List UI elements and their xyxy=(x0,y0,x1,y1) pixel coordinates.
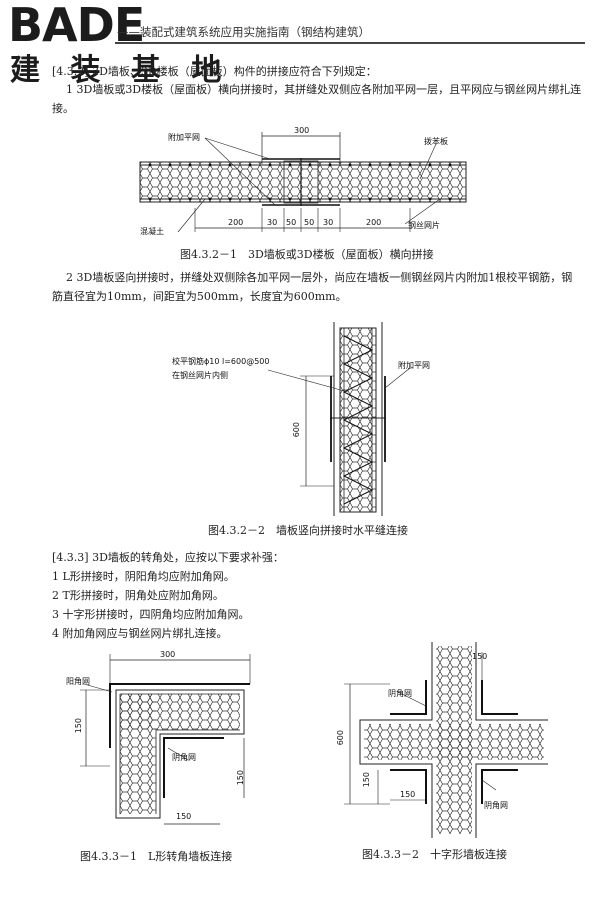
fig3-dim-left: 150 xyxy=(74,718,83,734)
fig3-label-inner: 阴角网 xyxy=(172,753,196,762)
fig2-label-rebar-1: 校平钢筋ϕ10 l=600@500 xyxy=(172,357,270,366)
fig2-caption: 图4.3.2－2 墙板竖向拼接时水平缝连接 xyxy=(208,524,408,537)
section-433-item-1: 1 L形拼接时，阴阳角均应附加角网。 xyxy=(52,570,235,583)
fig4-dim-bottom: 150 xyxy=(400,790,416,799)
figure-433-2 xyxy=(344,642,548,838)
figure-433-1 xyxy=(80,654,251,825)
fig4-dim-mid: 150 xyxy=(362,772,371,788)
fig4-label-inner-1: 阴角网 xyxy=(388,689,412,698)
fig1-label-steel-mesh: 钢丝网片 xyxy=(408,221,440,230)
fig2-label-rebar-2: 在钢丝网片内侧 xyxy=(172,371,228,380)
fig3-dim-top: 300 xyxy=(160,650,176,659)
logo-subtitle: 建 装 基 地 xyxy=(10,53,232,88)
fig1-dim-b2: 30 xyxy=(267,218,278,227)
section-432-item2: 2 3D墙板竖向拼接时，拼缝处双侧除各加平网一层外，尚应在墙板一侧钢丝网片内附加… xyxy=(52,271,573,303)
fig2-dim: 600 xyxy=(292,422,301,438)
section-433-item-2: 2 T形拼接时，阴角处应附加角网。 xyxy=(52,589,224,602)
figure-432-2 xyxy=(267,322,411,516)
section-433-intro: [4.3.3] 3D墙板的转角处，应按以下要求补强： xyxy=(52,551,284,564)
fig2-label-mesh: 附加平网 xyxy=(398,361,430,370)
logo: BADE xyxy=(8,0,145,52)
fig1-dim-b6: 200 xyxy=(366,218,382,227)
fig4-dim-left: 600 xyxy=(336,730,345,746)
fig4-dim-top: 150 xyxy=(472,652,488,661)
fig4-caption: 图4.3.3－2 十字形墙板连接 xyxy=(362,848,507,861)
book-header: ——装配式建筑系统应用实施指南（钢结构建筑） xyxy=(115,24,585,44)
fig1-dim-top: 300 xyxy=(294,126,310,135)
fig3-label-outer: 阳角网 xyxy=(66,677,90,686)
fig3-dim-bottom: 150 xyxy=(176,812,192,821)
fig1-caption: 图4.3.2－1 3D墙板或3D楼板（屋面板）横向拼接 xyxy=(180,248,434,261)
section-433-item-3: 3 十字形拼接时，四阴角均应附加角网。 xyxy=(52,608,250,621)
fig1-label-flat-mesh: 附加平网 xyxy=(168,133,200,142)
fig1-label-concrete: 混凝土 xyxy=(140,227,164,236)
section-433-item-4: 4 附加角网应与钢丝网片绑扎连接。 xyxy=(52,627,228,640)
fig1-dim-b3: 50 xyxy=(286,218,297,227)
figure-432-1 xyxy=(139,132,467,233)
fig1-label-eps-board: 拨苯板 xyxy=(424,137,448,146)
fig3-caption: 图4.3.3－1 L形转角墙板连接 xyxy=(80,850,233,863)
fig3-dim-right: 150 xyxy=(236,770,245,786)
fig1-dim-b4: 50 xyxy=(304,218,315,227)
section-432-item1: 1 3D墙板或3D楼板（屋面板）横向拼接时，其拼缝处双侧应各附加平网一层，且平网… xyxy=(52,83,582,115)
fig4-label-inner-2: 阴角网 xyxy=(484,801,508,810)
section-432-intro: [4.3.2] 3D墙板、3D楼板（屋面板）构件的拼接应符合下列规定： xyxy=(52,65,377,78)
fig1-dim-b5: 30 xyxy=(323,218,334,227)
fig1-dim-b1: 200 xyxy=(228,218,244,227)
